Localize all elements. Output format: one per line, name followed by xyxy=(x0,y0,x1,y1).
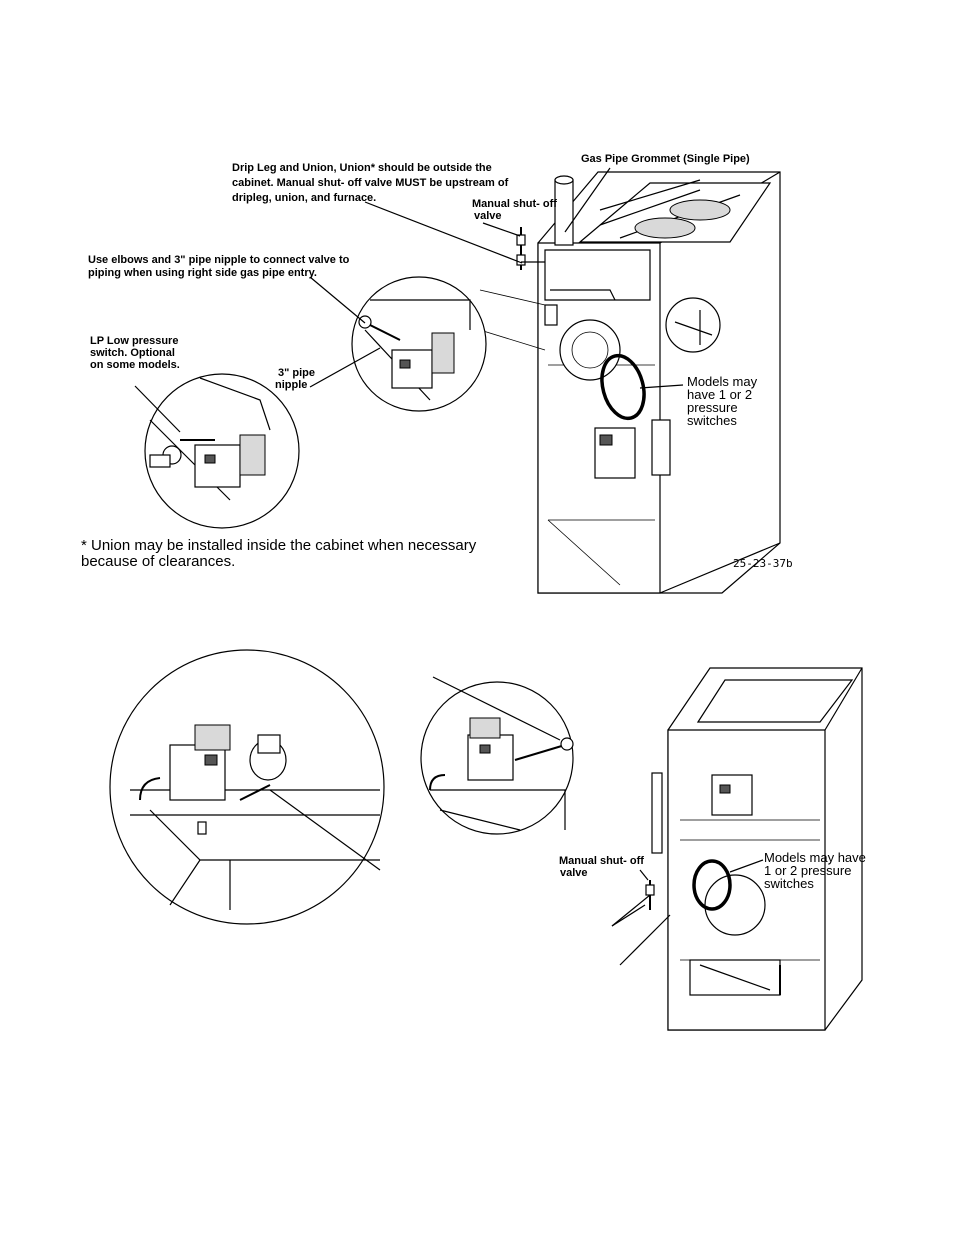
bottom-labels: Manual shut- off valve Models may have 1… xyxy=(559,850,866,891)
bottom-manual-shutoff-label-2: valve xyxy=(560,867,588,879)
bottom-left-leader xyxy=(269,789,381,871)
models-label-1: Models may xyxy=(687,374,758,389)
bottom-models-label-3: switches xyxy=(764,876,814,891)
union-note-line-2: because of clearances. xyxy=(81,553,235,570)
inset-circle-upper xyxy=(351,276,487,412)
figure-code: 25-23-37b xyxy=(733,557,793,570)
top-leader-lines xyxy=(134,167,684,433)
models-label-2: have 1 or 2 xyxy=(687,387,752,402)
gas-pipe-grommet-label: Gas Pipe Grommet (Single Pipe) xyxy=(581,153,750,165)
bottom-manual-shutoff-label-1: Manual shut- off xyxy=(559,855,644,867)
models-label-3: pressure xyxy=(687,400,738,415)
drip-leg-label-1: Drip Leg and Union, Union* should be out… xyxy=(232,162,492,174)
bottom-models-label-2: 1 or 2 pressure xyxy=(764,863,851,878)
bottom-figure: Manual shut- off valve Models may have 1… xyxy=(109,649,866,1031)
top-figure: Drip Leg and Union, Union* should be out… xyxy=(81,153,793,594)
lp-switch-label-1: LP Low pressure xyxy=(90,335,178,347)
furnace-cabinet-top xyxy=(537,171,781,594)
bottom-leader-lines xyxy=(611,859,764,966)
pipe-nipple-label-1: 3" pipe xyxy=(278,367,315,379)
models-label-4: switches xyxy=(687,413,737,428)
pipe-nipple-label-2: nipple xyxy=(275,379,307,391)
furnace-cabinet-bottom xyxy=(645,667,863,1031)
manual-shutoff-label-1: Manual shut- off xyxy=(472,198,557,210)
drip-leg-label-2: cabinet. Manual shut- off valve MUST be … xyxy=(232,177,509,189)
manual-shutoff-valve-top xyxy=(516,227,545,270)
inset-circle-bottom-center xyxy=(420,681,574,835)
inset-circle-bottom-left xyxy=(109,649,385,925)
lp-switch-label-3: on some models. xyxy=(90,359,180,371)
lp-switch-label-2: switch. Optional xyxy=(90,347,175,359)
top-labels: Drip Leg and Union, Union* should be out… xyxy=(81,153,793,570)
elbows-label-1: Use elbows and 3" pipe nipple to connect… xyxy=(88,254,350,266)
elbows-label-2: piping when using right side gas pipe en… xyxy=(88,267,317,279)
union-note-line-1: * Union may be installed inside the cabi… xyxy=(81,537,477,554)
bottom-center-leader xyxy=(432,676,561,741)
drip-leg-label-3: dripleg, union, and furnace. xyxy=(232,192,376,204)
bottom-models-label-1: Models may have xyxy=(764,850,866,865)
inset-circle-lower xyxy=(144,373,300,529)
manual-shutoff-label-2: valve xyxy=(474,210,502,222)
